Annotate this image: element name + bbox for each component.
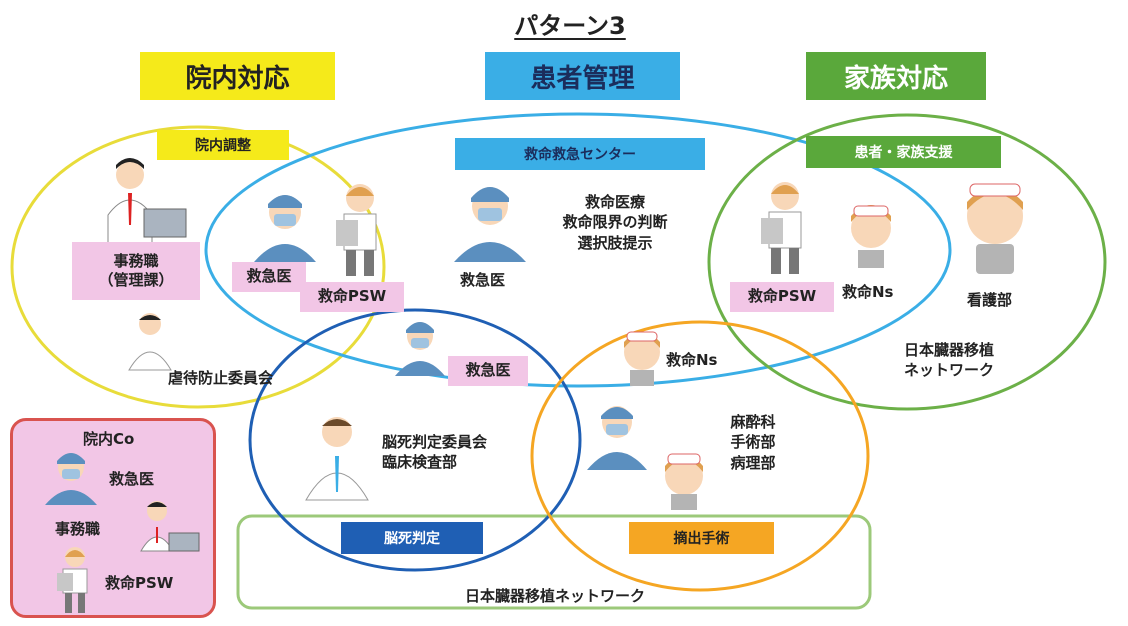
co-box-title: 院内Co	[83, 430, 135, 448]
tag-family-support: 患者・家族支援	[806, 136, 1001, 168]
er-doctor-label-2: 救急医	[460, 271, 506, 289]
tag-in-hospital-adjust: 院内調整	[157, 130, 289, 160]
nurse-icon-1	[851, 205, 891, 268]
co-clerk-icon	[140, 501, 200, 552]
tag-emergency-center: 救命救急センター	[455, 138, 705, 170]
tag-surgery: 摘出手術	[629, 522, 774, 554]
header-family: 家族対応	[806, 52, 986, 100]
surgery-doctor-icon	[587, 406, 647, 470]
co-clerk-label: 事務職	[55, 520, 101, 538]
header-in-hospital: 院内対応	[140, 52, 335, 100]
jotn-rect	[236, 514, 872, 610]
jotn-bottom-label: 日本臓器移植ネットワーク	[464, 587, 645, 605]
tag-brain-death: 脳死判定	[341, 522, 483, 554]
surgery-circle	[530, 320, 870, 592]
co-er-doctor-label: 救急医	[109, 470, 155, 488]
in-hospital-circle	[10, 125, 386, 409]
nursing-dept-icon	[967, 183, 1023, 274]
abuse-committee-label: 虐待防止委員会	[168, 369, 274, 387]
er-doctor-label-1: 救急医	[232, 262, 306, 292]
doctor-icon-3	[395, 322, 445, 376]
brain-death-circle	[248, 308, 582, 572]
co-psw-label: 救命PSW	[105, 574, 174, 592]
psw-icon-2	[761, 182, 802, 274]
clerk-icon	[107, 158, 187, 244]
emergency-care-label: 救命医療 救命限界の判断 選択肢提示	[562, 193, 668, 252]
brain-death-committee-label: 脳死判定委員会 臨床検査部	[382, 433, 488, 472]
ns-label-2: 救命Ns	[666, 351, 718, 369]
ns-label-1: 救命Ns	[842, 283, 894, 301]
co-psw-icon	[57, 547, 88, 613]
er-doctor-label-3: 救急医	[448, 356, 528, 386]
co-doctor-icon	[45, 453, 97, 505]
psw-label-2: 救命PSW	[730, 282, 834, 312]
page-title: パターン3	[514, 12, 626, 40]
header-patient: 患者管理	[485, 52, 680, 100]
nursing-dept-label: 看護部	[967, 291, 1013, 309]
nurse-icon-2	[624, 331, 660, 386]
in-hospital-co-box: 院内Co 救急医 事務職 救命PSW	[10, 418, 216, 618]
committee-doctor-icon	[128, 313, 172, 371]
doctor-icon-2	[454, 187, 526, 262]
anesthesia-label: 麻酔科 手術部 病理部	[730, 413, 776, 472]
brain-death-doctor-icon	[305, 417, 369, 501]
psw-label-1: 救命PSW	[300, 282, 404, 312]
emergency-center-ellipse	[204, 112, 952, 388]
jotn-family-label: 日本臓器移植 ネットワーク	[903, 341, 994, 380]
surgery-nurse-icon	[665, 453, 703, 510]
family-circle	[707, 113, 1107, 411]
doctor-icon-1	[254, 195, 316, 262]
psw-icon-1	[336, 184, 377, 276]
clerk-label: 事務職 （管理課）	[72, 242, 200, 300]
